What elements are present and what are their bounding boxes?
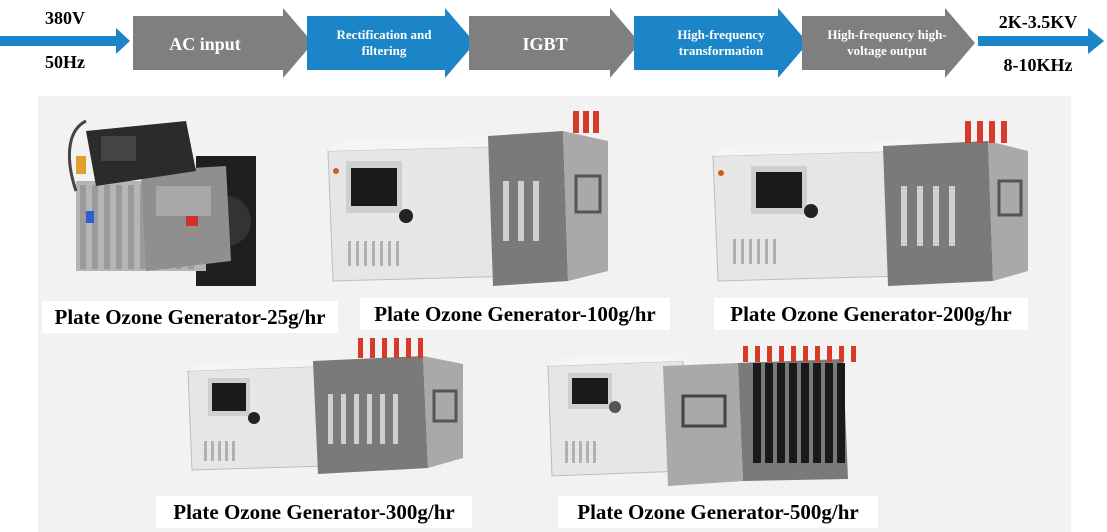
stage-label-hf-transformation: High-frequency transformation	[677, 27, 765, 59]
product-100g-image	[327, 111, 608, 286]
product-300g-image	[187, 338, 463, 474]
product-500g-caption: Plate Ozone Generator-500g/hr	[558, 496, 878, 528]
stage-hf-hv-output	[802, 8, 975, 78]
process-flow: 380V 50Hz AC input Rectification and fil…	[0, 0, 1107, 90]
product-200g-caption: Plate Ozone Generator-200g/hr	[714, 298, 1028, 330]
product-300g: Plate Ozone Generator-300g/hr	[148, 336, 488, 532]
stage-label-hf-hv-output: High-frequency high-voltage output	[827, 27, 947, 59]
product-25g-caption: Plate Ozone Generator-25g/hr	[42, 301, 338, 333]
stage-rectification	[307, 8, 475, 78]
stage-label-igbt: IGBT	[522, 34, 568, 54]
output-arrow	[978, 28, 1104, 54]
product-500g: Plate Ozone Generator-500g/hr	[538, 336, 918, 532]
product-300g-caption: Plate Ozone Generator-300g/hr	[156, 496, 472, 528]
input-voltage: 380V	[45, 8, 85, 28]
stage-label-ac-input: AC input	[169, 34, 241, 54]
input-arrow	[0, 28, 130, 54]
product-panel: Plate Ozone Generator-25g/hr	[38, 96, 1071, 532]
product-200g: Plate Ozone Generator-200g/hr	[698, 96, 1071, 336]
stage-igbt	[469, 8, 640, 78]
product-25g: Plate Ozone Generator-25g/hr	[38, 96, 368, 333]
product-200g-image	[712, 121, 1028, 286]
product-25g-image	[67, 119, 256, 286]
input-frequency: 50Hz	[45, 52, 85, 72]
output-voltage: 2K-3.5KV	[998, 12, 1078, 32]
flow-graphic	[0, 8, 1104, 78]
product-100g-caption: Plate Ozone Generator-100g/hr	[360, 298, 670, 330]
output-frequency: 8-10KHz	[1003, 55, 1073, 75]
stage-ac-input	[133, 8, 313, 78]
product-100g: Plate Ozone Generator-100g/hr	[308, 96, 688, 336]
product-500g-image	[547, 346, 856, 486]
stage-hf-transformation	[634, 8, 808, 78]
stage-label-rectification: Rectification and filtering	[336, 27, 432, 59]
